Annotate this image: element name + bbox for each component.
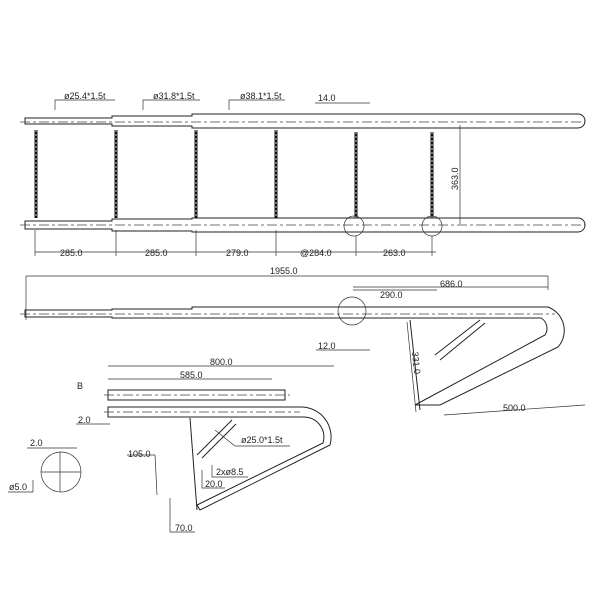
dim-70: 70.0 <box>175 523 193 533</box>
height-label: 363.0 <box>450 167 460 190</box>
detail-b-dim-2: 2.0 <box>30 438 43 448</box>
overall-length: 1955.0 <box>270 266 298 276</box>
dim-290: 290.0 <box>380 290 403 300</box>
detail-b: 2.0 ø5.0 <box>8 438 82 493</box>
side-view: 1955.0 290.0 686.0 12.0 331.0 500.0 <box>20 266 586 416</box>
dim-331: 331.0 <box>410 351 422 374</box>
spacing-1: 285.0 <box>60 248 83 258</box>
dim-500: 500.0 <box>503 403 526 413</box>
offset-label: 14.0 <box>318 93 336 103</box>
spacing-5: 263.0 <box>383 248 406 258</box>
dim-12: 12.0 <box>318 341 336 351</box>
tube-label-1: ø25.4*1.5t <box>64 91 106 101</box>
dim-585: 585.0 <box>180 370 203 380</box>
dim-20: 20.0 <box>205 479 223 489</box>
callout-b: B <box>77 381 83 391</box>
dim-105: 105.0 <box>128 449 151 459</box>
dim-2: 2.0 <box>78 415 91 425</box>
detail-view: 800.0 585.0 B 2.0 ø25.0*1.5t 105.0 2xø8.… <box>76 357 334 533</box>
tube-label-2: ø31.8*1.5t <box>153 91 195 101</box>
dim-800: 800.0 <box>210 357 233 367</box>
rungs <box>34 130 434 218</box>
dim-686: 686.0 <box>440 279 463 289</box>
tube-label-3: ø38.1*1.5t <box>240 91 282 101</box>
detail-b-dia-5: ø5.0 <box>9 482 27 492</box>
holes-label: 2xø8.5 <box>216 467 244 477</box>
spacing-4: @284.0 <box>300 248 332 258</box>
spacing-2: 285.0 <box>145 248 168 258</box>
tube-label-detail: ø25.0*1.5t <box>241 435 283 445</box>
spacing-3: 279.0 <box>226 248 249 258</box>
top-view: ø25.4*1.5t ø31.8*1.5t ø38.1*1.5t 14.0 36… <box>20 91 586 258</box>
